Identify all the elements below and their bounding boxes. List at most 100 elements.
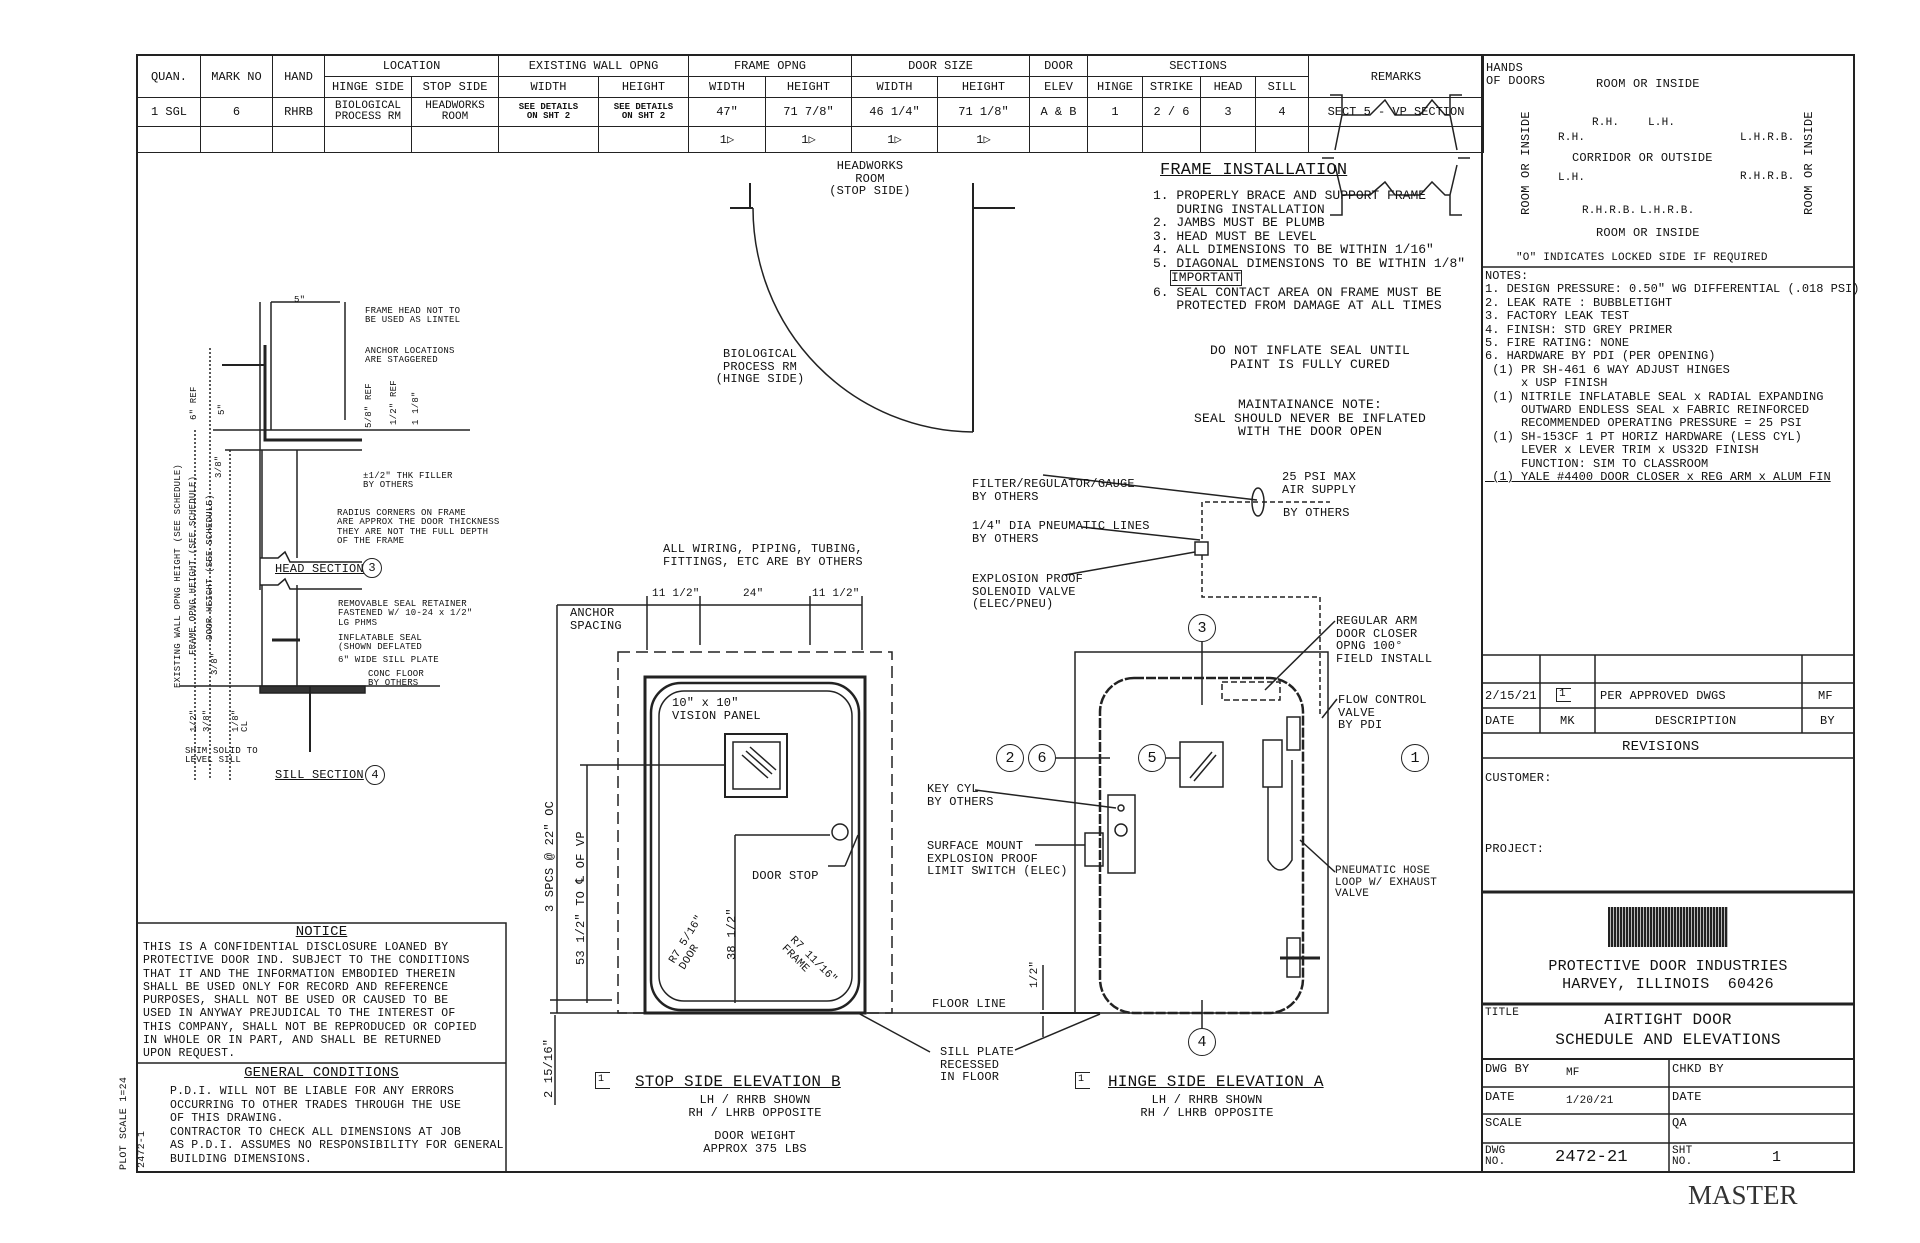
date-label: DATE (1485, 1090, 1515, 1104)
install-item: 5. DIAGONAL DIMENSIONS TO BE WITHIN 1/8" (1153, 255, 1466, 271)
note-line: 4. FINISH: STD GREY PRIMER (1485, 322, 1673, 337)
dwg-no-value: 2472-21 (1555, 1148, 1628, 1167)
air-supply-by-label: BY OTHERS (1283, 506, 1350, 520)
pneumatic-lines-label: 1/4" DIA PNEUMATIC LINES BY OTHERS (972, 519, 1150, 546)
revision-triangle-icon: 1 (719, 132, 727, 147)
chkd-by-label: CHKD BY (1672, 1062, 1724, 1076)
door-weight: DOOR WEIGHT APPROX 375 LBS (703, 1129, 807, 1156)
note-line: (1) NITRILE INFLATABLE SEAL x RADIAL EXP… (1485, 389, 1824, 404)
col-header-remarks: REMARKS (1308, 55, 1484, 98)
flow-control-label: FLOW CONTROL VALVE BY PDI (1338, 693, 1427, 733)
revision-by: MF (1818, 689, 1833, 703)
cell-door-elev: A & B (1029, 97, 1088, 127)
sht-no-value: 1 (1772, 1149, 1782, 1166)
hose-loop-label: PNEUMATIC HOSE LOOP W/ EXHAUST VALVE (1335, 865, 1438, 901)
limit-switch-label: SURFACE MOUNT EXPLOSION PROOF LIMIT SWIT… (927, 839, 1068, 879)
note-line: 3. FACTORY LEAK TEST (1485, 309, 1630, 324)
sub-header: WIDTH (851, 76, 938, 98)
callout-4: 4 (1188, 1028, 1216, 1056)
hands-title: HANDS OF DOORS (1486, 61, 1546, 88)
wiring-note: ALL WIRING, PIPING, TUBING, FITTINGS, ET… (663, 542, 863, 569)
dim-vp-center: 53 1/2" TO ℄ OF VP (574, 831, 588, 965)
cell-wall-width: SEE DETAILS ON SHT 2 (498, 97, 599, 127)
cell-stop-side: HEADWORKS ROOM (411, 97, 499, 127)
note-line: (1) PR SH-461 6 WAY ADJUST HINGES (1485, 362, 1730, 377)
hand-label: R.H.R.B. (1582, 205, 1637, 217)
head-note: ±1/2" THK FILLER BY OTHERS (363, 471, 453, 491)
frame-installation-title: FRAME INSTALLATION (1160, 161, 1348, 180)
col-header-sections: SECTIONS (1087, 55, 1309, 77)
revision-triangle-icon: 1 (887, 132, 895, 147)
plan-stop-side-label: HEADWORKS ROOM (STOP SIDE) (829, 159, 911, 199)
maintenance-note: MAINTAINANCE NOTE: SEAL SHOULD NEVER BE … (1193, 397, 1427, 440)
sub-header: HINGE (1087, 76, 1143, 98)
cell-hinge-side: BIOLOGICAL PROCESS RM (324, 97, 412, 127)
anchor-spacing-label: ANCHOR SPACING (570, 606, 622, 633)
vertical-dim-door: DOOR HEIGHT (SEE SCHEDULE) (205, 494, 215, 640)
section-callout: 3 (362, 558, 382, 578)
file-reference: 2472-1 (137, 1130, 148, 1168)
dim-half-inch: 1/2" (1029, 960, 1041, 988)
sill-dim: 1/2" (189, 709, 199, 732)
sub-header: HEIGHT (937, 76, 1030, 98)
sill-plate-label: SILL PLATE RECESSED IN FLOOR (940, 1045, 1015, 1085)
note-line: 1. DESIGN PRESSURE: 0.50" WG DIFFERENTIA… (1485, 282, 1860, 297)
cell-door-height: 71 1/8" (937, 97, 1030, 127)
hinge-side-elevation-linework (828, 474, 1338, 1053)
head-dim: 5" (294, 295, 306, 305)
sill-dim: 3/8" (202, 709, 212, 732)
hand-label: L.H. (1558, 172, 1586, 184)
note-line: 5. FIRE RATING: NONE (1485, 336, 1630, 351)
hands-left-label: ROOM OR INSIDE (1519, 111, 1533, 215)
revisions-title: REVISIONS (1622, 739, 1700, 755)
cell-quan: 1 SGL (137, 97, 201, 127)
sill-note: INFLATABLE SEAL (SHOWN DEFLATED (338, 633, 423, 653)
table-row: 1 SGL 6 RHRB BIOLOGICAL PROCESS RM HEADW… (137, 97, 1484, 127)
cell-wall-height: SEE DETAILS ON SHT 2 (598, 97, 689, 127)
note-line: x USP FINISH (1485, 376, 1608, 391)
callout-2: 2 (996, 744, 1024, 772)
cell-door-width: 46 1/4" (851, 97, 938, 127)
vertical-dim-frame: FRAME OPNG HEIGHT (SEE SCHEDULE) (188, 475, 198, 655)
scale-label: SCALE (1485, 1116, 1523, 1130)
note-line: FUNCTION: SIM TO CLASSROOM (1485, 456, 1709, 471)
important-box: IMPORTANT (1170, 270, 1243, 286)
sill-dim: 1/8" CL (231, 709, 251, 732)
col-header-existing-wall: EXISTING WALL OPNG (498, 55, 689, 77)
anchor-dim: 11 1/2" (652, 588, 700, 600)
plan-view (730, 183, 1015, 433)
hand-label: L.H.R.B. (1640, 205, 1695, 217)
sill-section-title: SILL SECTION (275, 768, 364, 782)
install-item: 3. HEAD MUST BE LEVEL (1153, 228, 1317, 244)
revision-header-mark: MK (1560, 714, 1575, 728)
sub-header: HEIGHT (765, 76, 852, 98)
cell-frame-height: 71 7/8" (765, 97, 852, 127)
hand-label: R.H.R.B. (1740, 171, 1795, 183)
head-section-title: HEAD SECTION (275, 562, 364, 576)
plan-hinge-side-label: BIOLOGICAL PROCESS RM (HINGE SIDE) (715, 347, 805, 387)
dim-anchor-spaces: 3 SPCS @ 22" OC (543, 800, 557, 912)
col-header-frame-opng: FRAME OPNG (688, 55, 852, 77)
hinge-side-elevation-subtitle: LH / RHRB SHOWN RH / LHRB OPPOSITE (1140, 1093, 1274, 1120)
date2-label: DATE (1672, 1090, 1702, 1104)
install-item: 4. ALL DIMENSIONS TO BE WITHIN 1/16" (1153, 242, 1434, 257)
master-stamp: MASTER (1688, 1180, 1798, 1210)
notes-block: NOTES: 1. DESIGN PRESSURE: 0.50" WG DIFF… (1485, 269, 1860, 485)
col-header-location: LOCATION (324, 55, 499, 77)
sill-note: 6" WIDE SILL PLATE (338, 655, 439, 665)
head-dim: 6" REF (189, 386, 199, 420)
callout-5: 5 (1138, 744, 1166, 772)
revision-date: 2/15/21 (1485, 689, 1537, 703)
sub-header: ELEV (1029, 76, 1088, 98)
hand-label: R.H. (1558, 132, 1586, 144)
head-note: FRAME HEAD NOT TO BE USED AS LINTEL (365, 306, 461, 326)
dwg-by-label: DWG BY (1485, 1062, 1530, 1076)
sub-header: WIDTH (688, 76, 766, 98)
anchor-dim: 11 1/2" (812, 588, 860, 600)
vision-panel-label: 10" x 10" VISION PANEL (672, 696, 761, 723)
frame-installation-list: 1. PROPERLY BRACE AND SUPPORT FRAME DURI… (1153, 189, 1465, 313)
revision-triangle-icon: 1 (1556, 688, 1571, 702)
cell-frame-width: 47" (688, 97, 766, 127)
general-conditions-text: P.D.I. WILL NOT BE LIABLE FOR ANY ERRORS… (170, 1085, 504, 1166)
cell-remarks: SECT 5 - VP SECTION (1308, 97, 1484, 127)
